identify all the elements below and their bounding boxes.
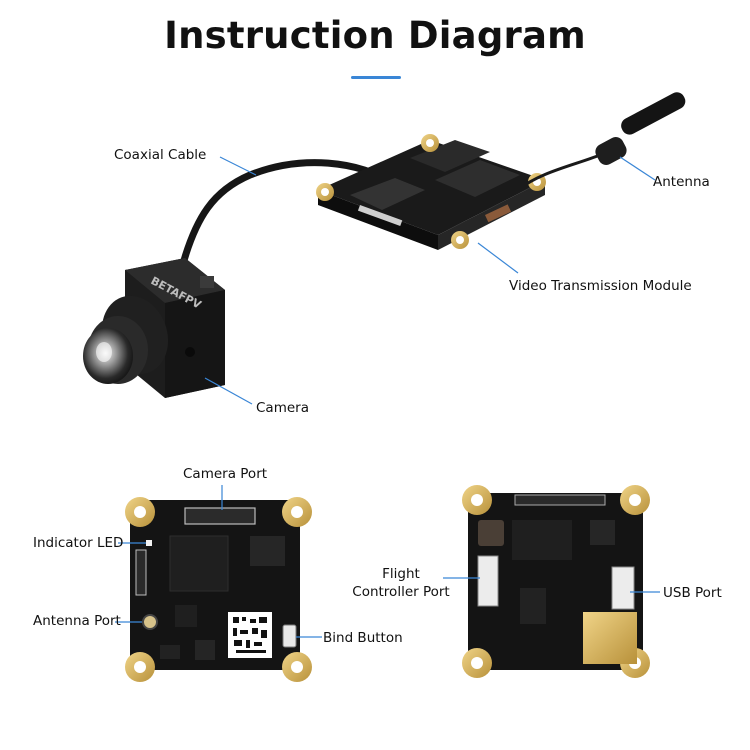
- usb-port: [611, 566, 635, 610]
- callout-video-module: [477, 242, 519, 274]
- camera-port-connector: [184, 507, 256, 525]
- label-flight-controller-port-line2: Controller Port: [352, 584, 450, 600]
- page-title: Instruction Diagram: [164, 14, 586, 57]
- label-camera-port: Camera Port: [183, 466, 268, 482]
- callout-antenna: [619, 156, 656, 181]
- coaxial-cable: [176, 159, 399, 279]
- vtx-board-front: [125, 497, 312, 682]
- flight-controller-port: [477, 555, 499, 607]
- label-bind-button: Bind Button: [323, 630, 403, 646]
- label-flight-controller-port-line1: Flight: [382, 566, 420, 582]
- title-underline: [351, 76, 401, 79]
- label-video-transmission-module: Video Transmission Module: [509, 278, 692, 294]
- antenna-port: [142, 614, 158, 630]
- label-antenna: Antenna: [653, 174, 710, 190]
- label-usb-port: USB Port: [663, 585, 722, 601]
- callout-lines: [115, 156, 660, 638]
- callout-coaxial-cable: [219, 156, 257, 176]
- label-camera: Camera: [256, 400, 309, 416]
- antenna: [517, 92, 686, 192]
- callout-camera: [204, 377, 253, 405]
- camera: BETAFPV: [83, 258, 225, 398]
- label-indicator-led: Indicator LED: [33, 535, 124, 551]
- label-coaxial-cable: Coaxial Cable: [114, 147, 207, 163]
- label-antenna-port: Antenna Port: [33, 613, 121, 629]
- bind-button: [282, 624, 297, 648]
- indicator-led: [146, 540, 152, 546]
- video-transmission-module: [316, 134, 546, 250]
- vtx-board-back: [462, 485, 650, 678]
